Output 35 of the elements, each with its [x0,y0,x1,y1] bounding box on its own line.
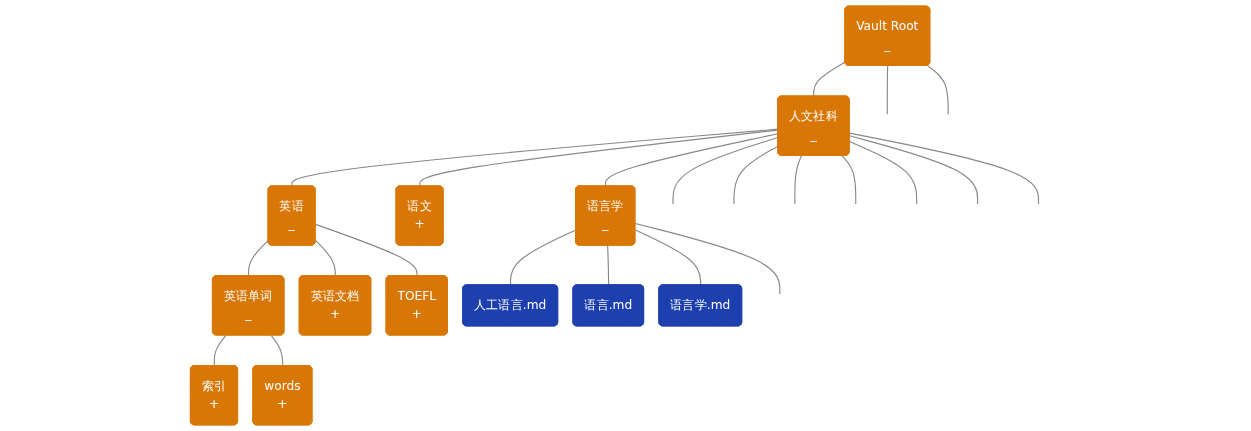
connector-line [732,145,779,205]
folder-node: 英语单词 _ [211,275,284,336]
connector-line [812,61,846,97]
connector-line [418,129,779,187]
connector-line [634,229,701,286]
connector-line [213,334,227,367]
folder-node: words + [252,365,312,426]
connector-line [848,135,978,205]
file-node: 人工语言.md [461,284,558,327]
folder-node: Vault Root _ [844,5,930,66]
connector-line [509,229,577,286]
connector-line [606,245,609,286]
connector-line [634,222,780,295]
connector-line [848,132,1039,205]
connector-line [793,155,802,205]
connector-line [848,141,917,205]
file-node: 语言学.md [658,284,742,327]
connector-line [926,65,949,115]
folder-node: 语文 + [395,185,444,246]
folder-node: 英语文档 + [298,275,371,336]
connector-line [291,128,779,187]
connector-line [270,334,283,367]
connector-line [604,133,779,187]
folder-node: 人文社科 _ [776,95,850,156]
connector-line [247,239,269,277]
file-node: 语言.md [572,284,644,327]
connector-line [840,155,856,205]
folder-node: 索引 + [189,365,238,426]
folder-node: TOEFL + [385,275,448,336]
connector-line [314,239,336,277]
connector-line [672,136,779,205]
connector-line [886,65,888,115]
connector-line [314,223,418,277]
folder-node: 英语 _ [267,185,316,246]
folder-node: 语言学 _ [574,185,635,246]
